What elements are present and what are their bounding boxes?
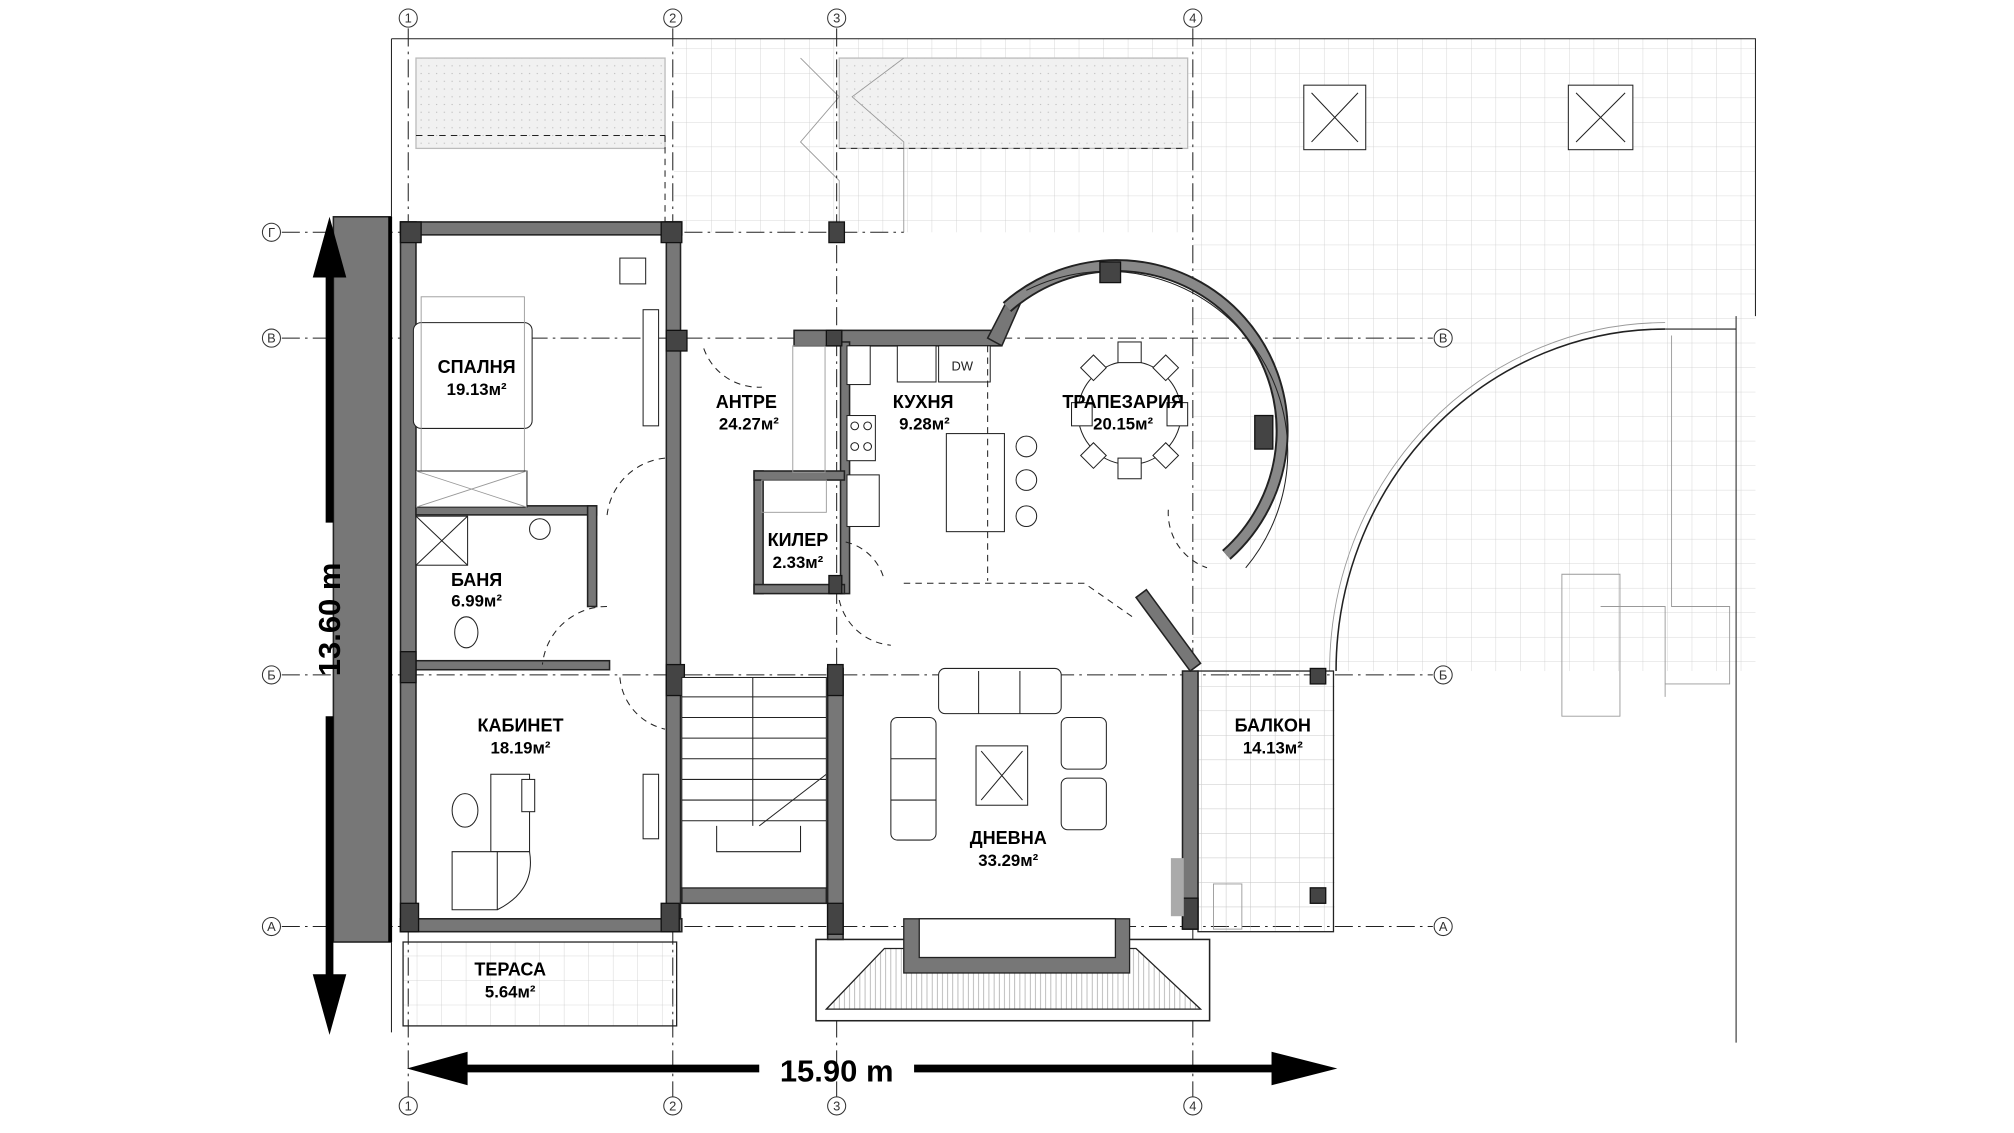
walls — [332, 216, 1327, 943]
room-area-bedroom: 19.13м² — [447, 380, 507, 399]
arrow-up-icon — [312, 216, 347, 278]
room-area-terrace: 5.64м² — [485, 983, 536, 1002]
bed — [412, 322, 533, 429]
kitchen-island — [945, 433, 1005, 533]
arrow-down-icon — [312, 974, 347, 1035]
height-dimension-label: 13.60 m — [312, 563, 347, 677]
axis-label-a: А — [267, 919, 276, 934]
room-area-living: 33.29м² — [978, 851, 1038, 870]
room-area-kitchen: 9.28м² — [899, 415, 950, 434]
axis-label-v: В — [267, 331, 276, 346]
axis-label-3: 3 — [833, 11, 840, 26]
axis-label-4: 4 — [1189, 1098, 1196, 1113]
dishwasher-label: DW — [952, 358, 974, 373]
cooktop — [846, 415, 876, 462]
axis-label-v: В — [1439, 331, 1448, 346]
axis-label-b: Б — [1439, 667, 1447, 682]
room-name-terrace: ТЕРАСА — [474, 960, 546, 980]
axis-labels: 1 2 3 4 1 2 3 4 Г В Б А В Б А — [267, 11, 1448, 1114]
axis-label-4: 4 — [1189, 11, 1196, 26]
room-area-bathroom: 6.99м² — [451, 592, 502, 611]
arrow-left-icon — [406, 1051, 468, 1086]
front-porch — [815, 918, 1211, 1022]
axis-label-2: 2 — [669, 11, 676, 26]
room-area-hall: 24.27м² — [719, 415, 779, 434]
width-dimension: 15.90 m — [406, 1051, 1338, 1088]
room-name-hall: АНТРЕ — [716, 392, 777, 412]
room-name-bathroom: БАНЯ — [451, 570, 502, 590]
terrace-floor — [402, 941, 678, 1027]
room-area-balcony: 14.13м² — [1243, 739, 1303, 758]
room-name-balcony: БАЛКОН — [1235, 716, 1311, 736]
width-dimension-label: 15.90 m — [780, 1053, 894, 1088]
sofa — [890, 716, 937, 841]
axis-label-1: 1 — [405, 11, 412, 26]
room-name-living: ДНЕВНА — [970, 828, 1047, 848]
sink — [529, 518, 551, 540]
staircase — [681, 676, 827, 889]
room-area-study: 18.19м² — [491, 739, 551, 758]
axis-label-b: Б — [267, 667, 275, 682]
axis-label-2: 2 — [669, 1098, 676, 1113]
axis-label-g: Г — [268, 225, 275, 240]
axis-label-a: А — [1439, 919, 1448, 934]
room-name-study: КАБИНЕТ — [477, 716, 563, 736]
room-name-bedroom: СПАЛНЯ — [438, 357, 516, 377]
axis-bubbles — [261, 8, 1453, 1116]
furniture: DW — [412, 257, 1243, 930]
room-area-pantry: 2.33м² — [773, 553, 824, 572]
room-name-dining: ТРАПЕЗАРИЯ — [1062, 392, 1184, 412]
axis-label-3: 3 — [833, 1098, 840, 1113]
axis-label-1: 1 — [405, 1098, 412, 1113]
toilet — [454, 616, 479, 649]
sofa — [938, 667, 1062, 715]
height-dimension: 13.60 m — [312, 216, 347, 1035]
room-labels: СПАЛНЯ 19.13м² АНТРЕ 24.27м² КУХНЯ 9.28м… — [438, 357, 1311, 1002]
room-name-kitchen: КУХНЯ — [893, 392, 954, 412]
room-name-pantry: КИЛЕР — [768, 530, 829, 550]
roof-terrace — [390, 38, 1756, 1043]
room-area-dining: 20.15м² — [1093, 415, 1153, 434]
arrow-right-icon — [1271, 1051, 1338, 1086]
